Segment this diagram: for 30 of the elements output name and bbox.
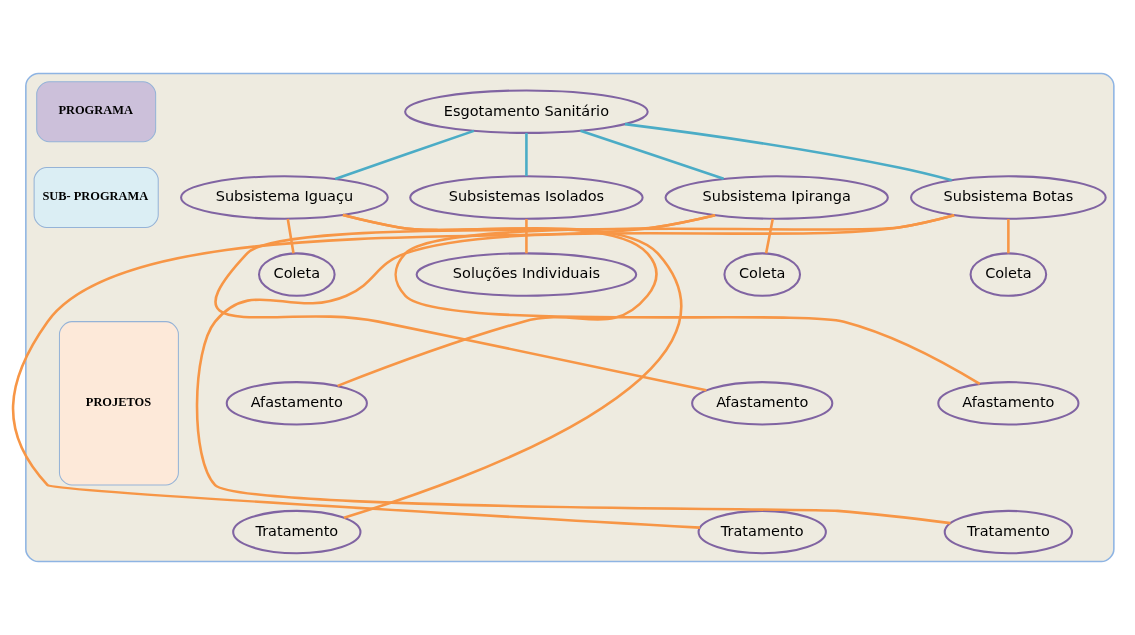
connector xyxy=(624,122,953,182)
node-ellipse: Esgotamento Sanitário xyxy=(404,89,649,134)
node-ellipse: Subsistema Botas xyxy=(910,175,1107,220)
node-ellipse: Subsistema Ipiranga xyxy=(664,175,889,220)
connector xyxy=(764,218,775,254)
connector xyxy=(286,218,295,254)
cluster xyxy=(25,72,1115,563)
node-box: SUB- PROGRAMA xyxy=(33,167,159,229)
node-ellipse: Subsistemas Isolados xyxy=(409,175,644,220)
connector xyxy=(525,219,528,254)
node-ellipse: Coleta xyxy=(723,252,802,297)
connector xyxy=(195,213,955,525)
connector xyxy=(580,129,725,180)
connector xyxy=(334,129,475,181)
node-ellipse: Afastamento xyxy=(691,381,834,426)
node-ellipse: Tratamento xyxy=(943,509,1074,555)
node-ellipse: Coleta xyxy=(258,252,336,297)
node-ellipse: Tratamento xyxy=(697,509,827,555)
node-ellipse: Afastamento xyxy=(937,381,1080,426)
connector xyxy=(1007,219,1010,254)
node-ellipse: Subsistema Iguaçu xyxy=(180,175,389,220)
node-box: PROJETOS xyxy=(58,321,179,486)
connector xyxy=(342,213,683,519)
connector xyxy=(12,213,716,529)
node-ellipse: Afastamento xyxy=(225,381,368,426)
node-box: PROGRAMA xyxy=(36,81,157,143)
connector xyxy=(525,133,528,177)
node-ellipse: Tratamento xyxy=(232,509,362,555)
node-ellipse: Coleta xyxy=(969,252,1048,297)
node-ellipse: Soluções Individuais xyxy=(415,252,638,297)
